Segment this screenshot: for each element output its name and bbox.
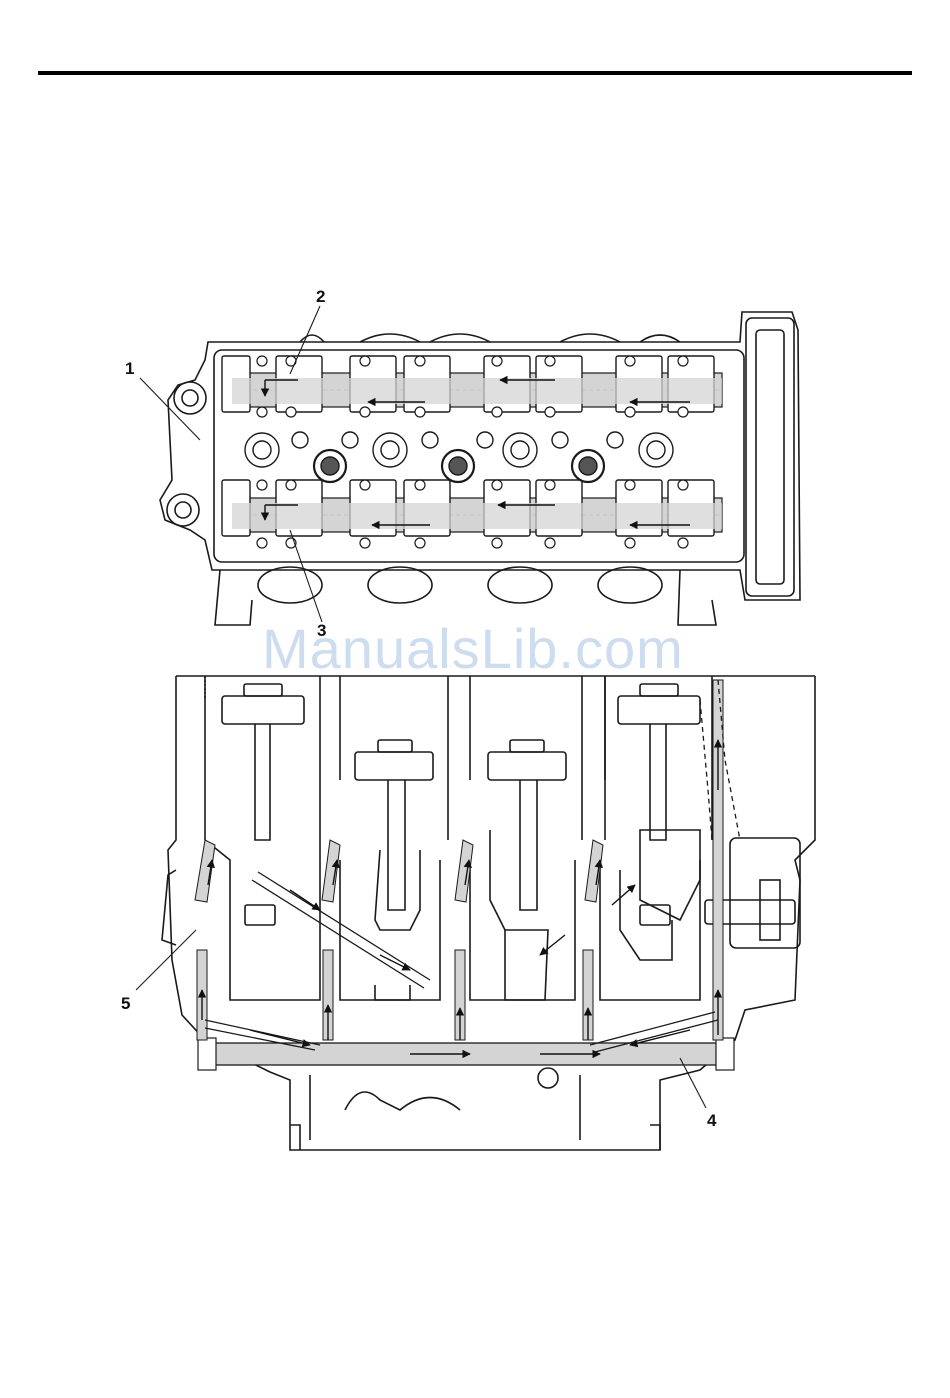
leader-lines-bottom	[136, 930, 706, 1108]
watermark-text: ManualsLib.com	[262, 616, 684, 681]
leader-5	[136, 930, 196, 990]
piston-2	[355, 752, 433, 780]
piston-4	[618, 696, 700, 724]
leader-lines-top	[140, 306, 322, 622]
vertical-oil-passages	[195, 680, 723, 1040]
head-bolt-row	[245, 432, 673, 482]
callout-2: 2	[316, 288, 325, 305]
callout-1: 1	[125, 360, 134, 377]
crank-right-end	[730, 838, 800, 948]
callout-4: 4	[707, 1112, 716, 1129]
diagonal-oil-passages	[205, 680, 740, 1052]
piston-1	[222, 696, 304, 724]
mount-boss-left-top	[174, 382, 206, 414]
callout-5: 5	[121, 995, 130, 1012]
mount-boss-left-bottom	[167, 494, 199, 526]
cam-chain-housing	[746, 318, 794, 596]
piston-3	[488, 752, 566, 780]
